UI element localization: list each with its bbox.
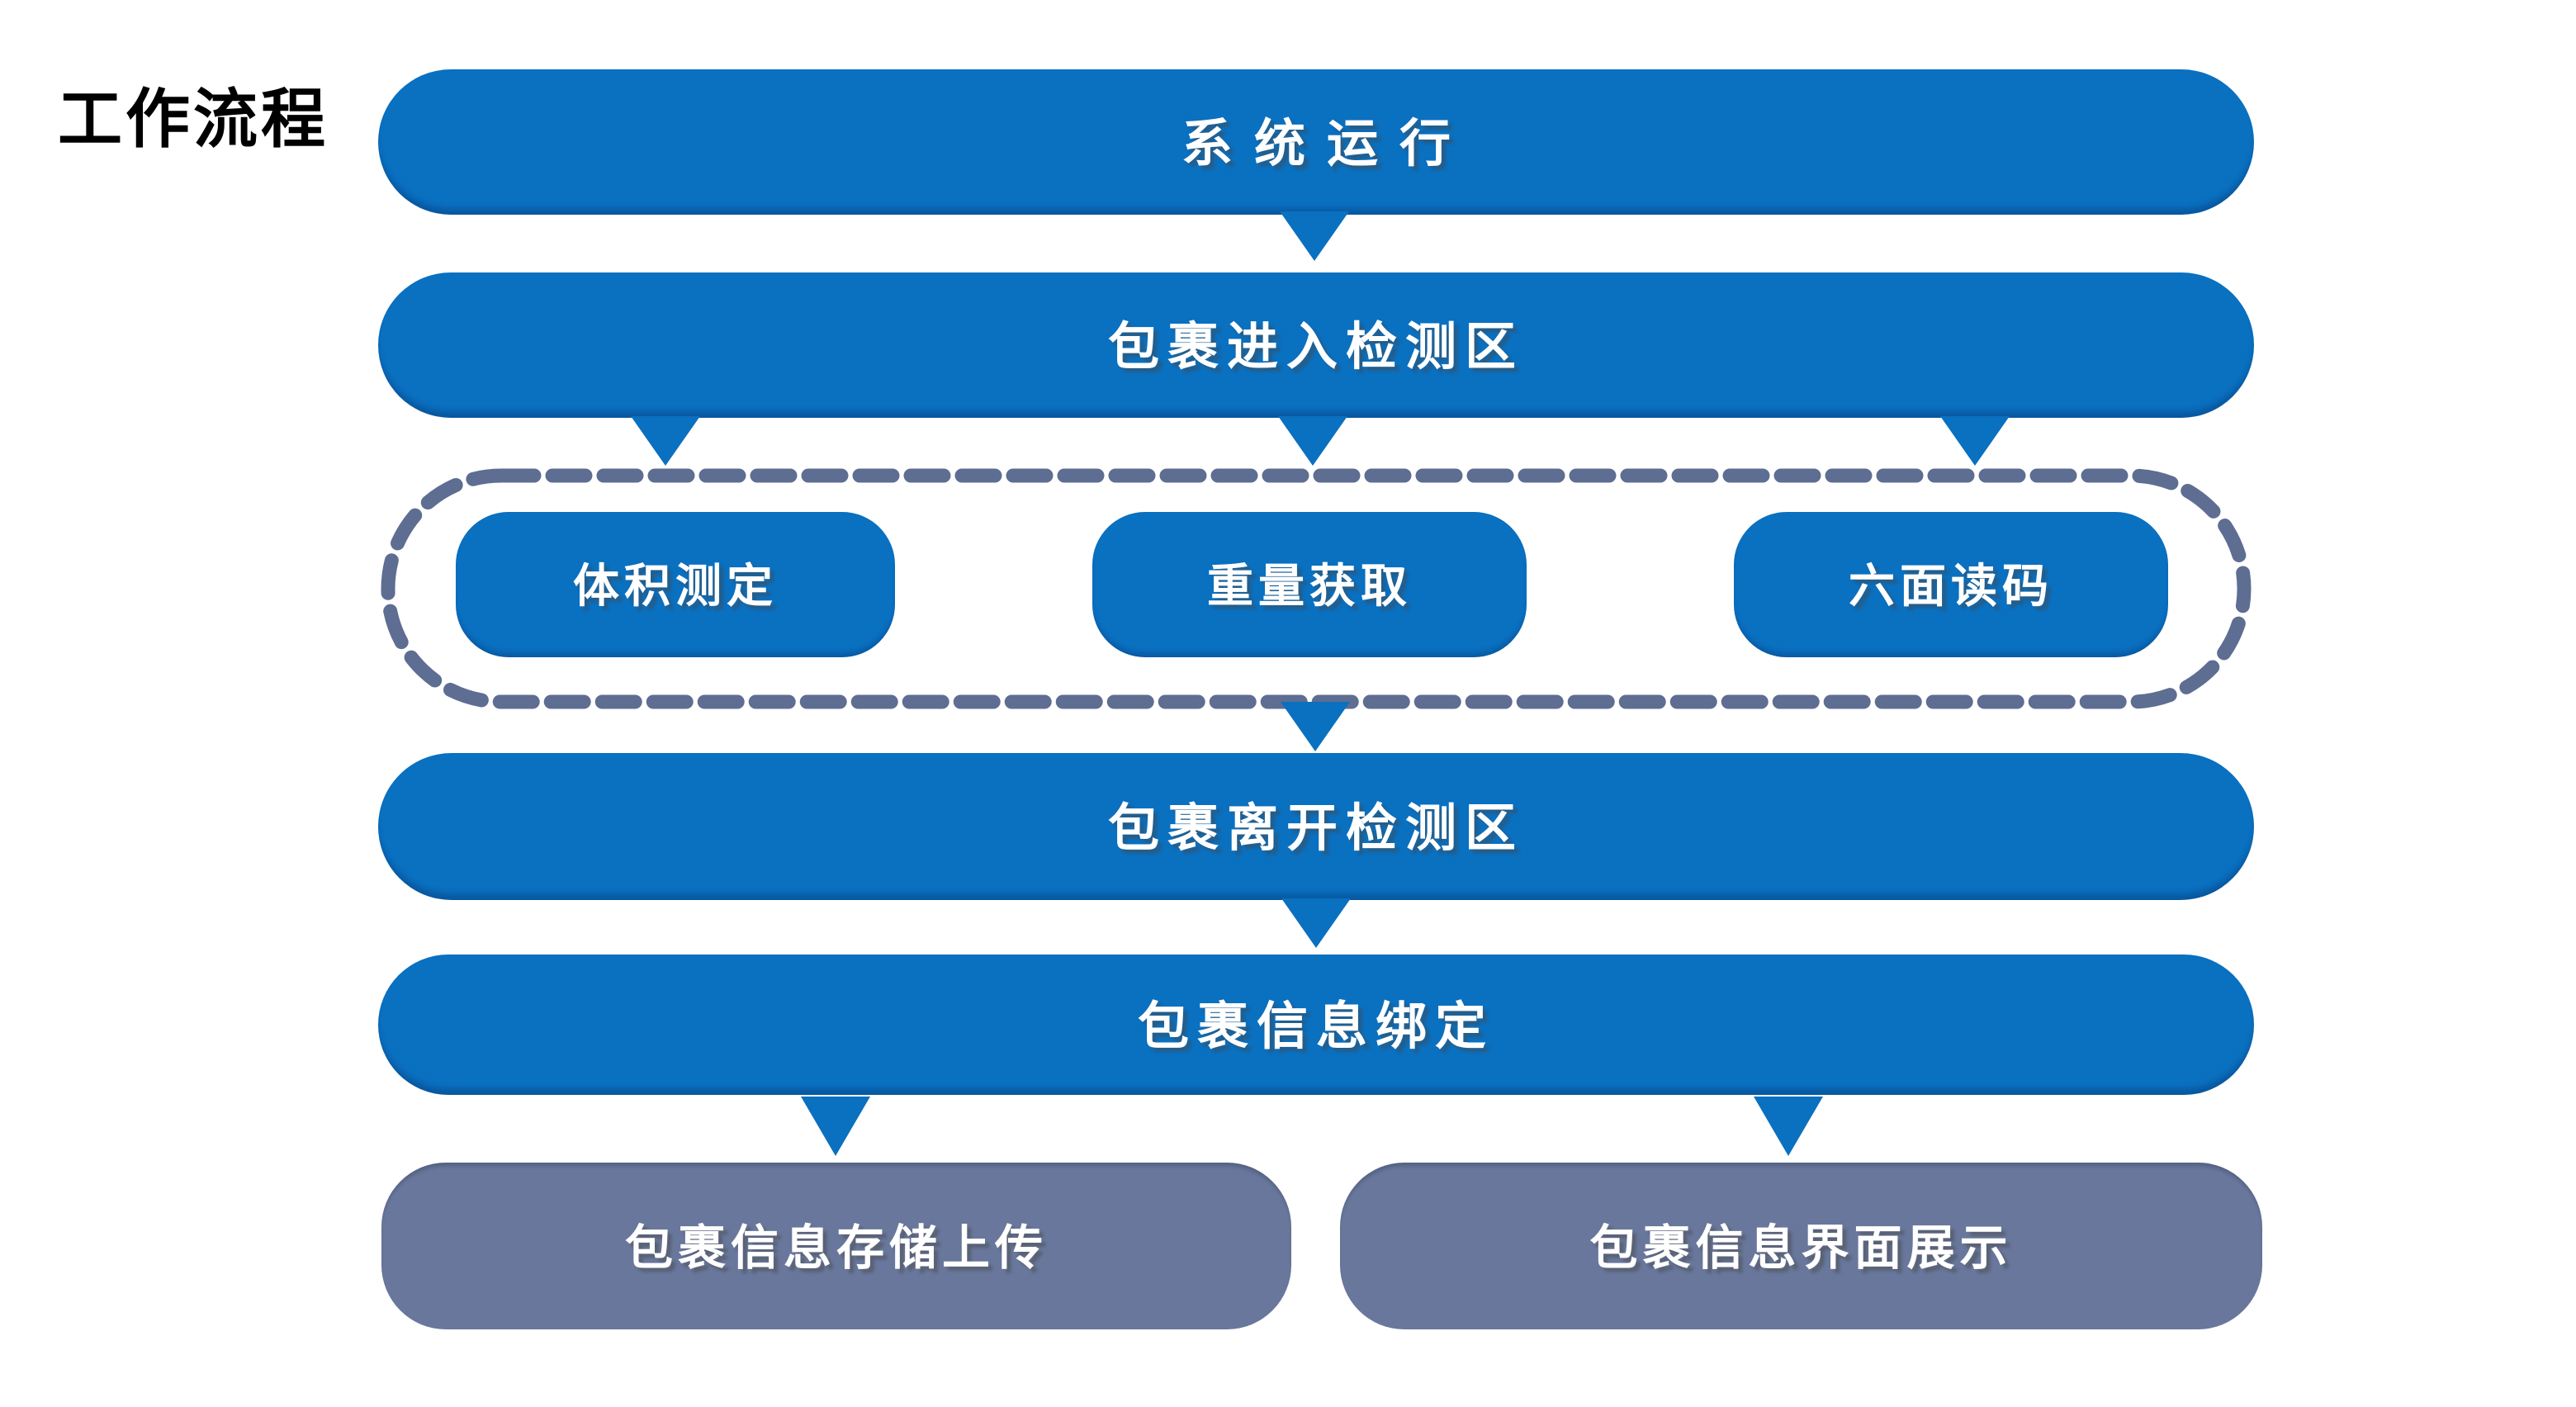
flow-step-volume-measure-label: 体积测定 [573, 559, 778, 612]
arrow-down-icon [1281, 702, 1350, 751]
arrow-down-icon [801, 1097, 870, 1156]
flow-output-ui-display-label: 包裹信息界面展示 [1589, 1221, 2013, 1275]
flow-step-weight-acquire: 重量获取 [1092, 512, 1527, 657]
flow-output-storage-upload-label: 包裹信息存储上传 [624, 1221, 1048, 1275]
arrow-down-icon [631, 416, 700, 466]
flow-output-ui-display: 包裹信息界面展示 [1340, 1163, 2262, 1329]
flow-step-system-run: 系统运行 [378, 69, 2254, 215]
flow-step-enter-zone-label: 包裹进入检测区 [1107, 319, 1524, 376]
arrow-down-icon [1940, 416, 2010, 466]
flow-step-leave-zone: 包裹离开检测区 [378, 753, 2254, 900]
flow-step-leave-zone-label: 包裹离开检测区 [1107, 800, 1524, 857]
arrow-down-icon [1281, 898, 1351, 948]
flow-step-six-side-scan: 六面读码 [1734, 512, 2168, 657]
flow-step-info-bind-label: 包裹信息绑定 [1137, 998, 1494, 1055]
flow-step-enter-zone: 包裹进入检测区 [378, 272, 2254, 418]
flow-output-storage-upload: 包裹信息存储上传 [381, 1163, 1291, 1329]
flow-step-info-bind: 包裹信息绑定 [378, 955, 2254, 1095]
arrow-down-icon [1278, 416, 1347, 466]
page-title: 工作流程 [58, 83, 329, 155]
flow-step-volume-measure: 体积测定 [456, 512, 895, 657]
flow-step-weight-acquire-label: 重量获取 [1207, 559, 1412, 612]
flow-step-six-side-scan-label: 六面读码 [1849, 559, 2053, 612]
arrow-down-icon [1754, 1097, 1823, 1156]
arrow-down-icon [1280, 211, 1349, 261]
flow-step-system-run-label: 系统运行 [1181, 116, 1472, 173]
